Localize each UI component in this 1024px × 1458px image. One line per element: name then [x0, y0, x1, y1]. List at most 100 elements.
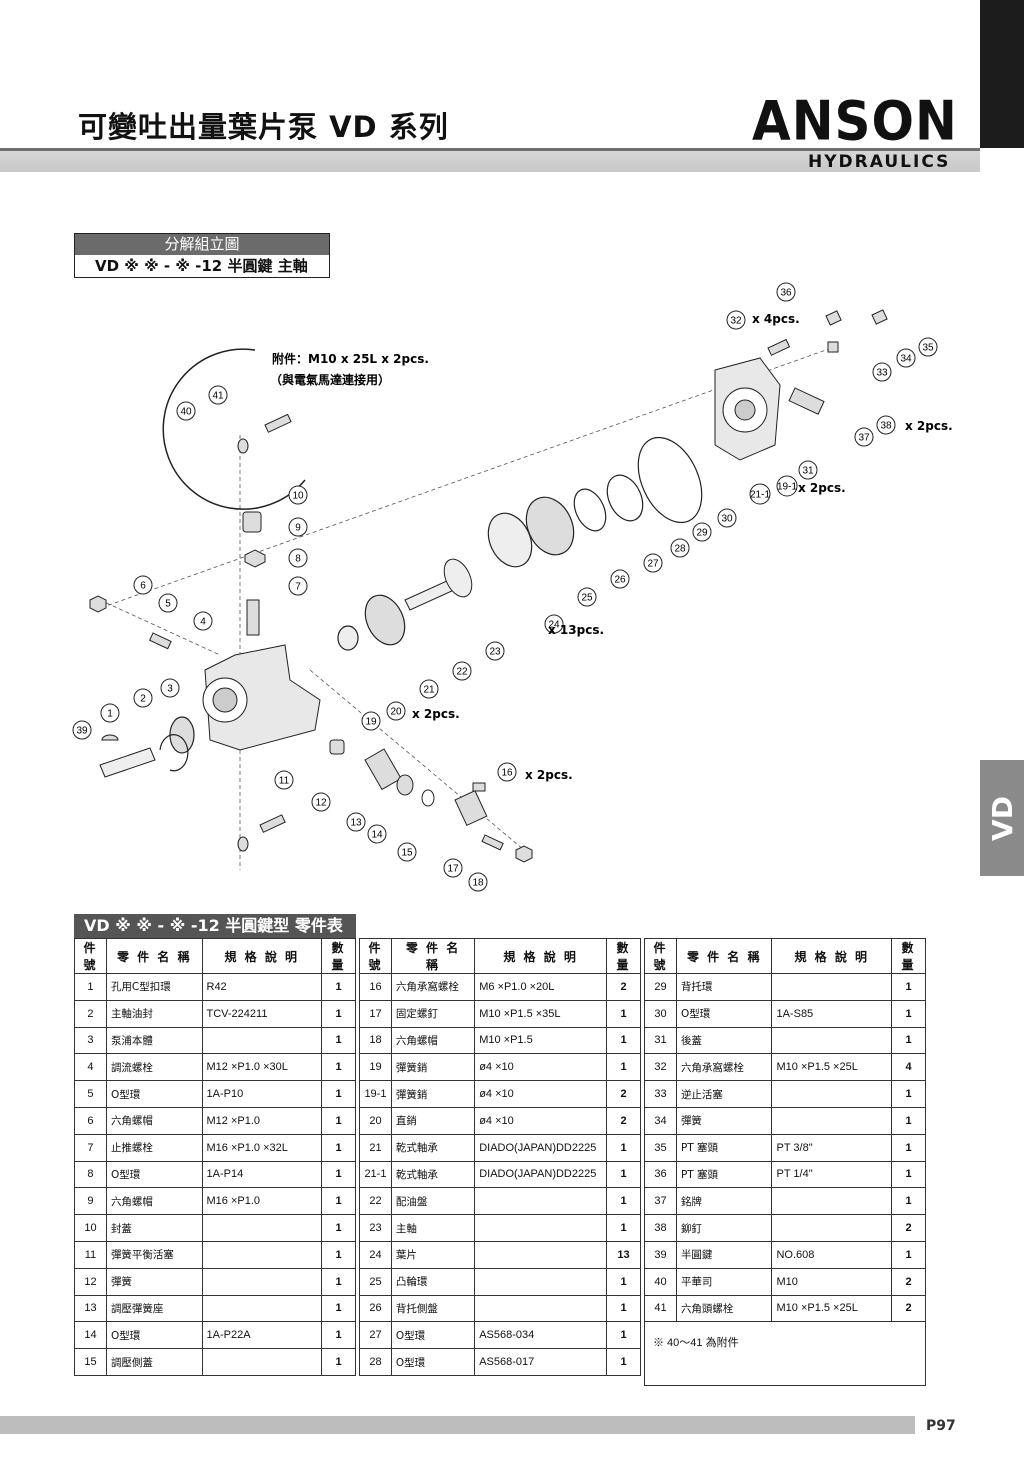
callout-circle	[193, 611, 213, 631]
part-qty: 1	[891, 1080, 926, 1108]
plug-36	[825, 310, 842, 326]
part-number: 12	[74, 1267, 107, 1296]
part-number: 1	[74, 973, 107, 1001]
part-number: 37	[644, 1187, 677, 1216]
snap-ring-1	[159, 734, 189, 772]
bolt-32	[767, 338, 791, 356]
brand-subtitle: HYDRAULICS	[808, 152, 951, 172]
part-spec: AS568-017	[474, 1348, 608, 1376]
col-header-no: 件號	[74, 938, 107, 974]
header-rule	[0, 148, 980, 172]
page-number: P97	[926, 1418, 956, 1434]
part-number: 18	[359, 1026, 392, 1055]
part-spec: R42	[201, 973, 323, 1001]
part-number: 26	[359, 1294, 392, 1323]
part-name: 背托側盤	[390, 1294, 476, 1323]
part-number: 17	[359, 999, 392, 1028]
part-spec	[771, 1187, 893, 1216]
part-number: 7	[74, 1133, 107, 1162]
part-number: 2	[74, 999, 107, 1028]
part-spec: ø4 ×10	[474, 1080, 608, 1108]
nameplate-37	[788, 387, 825, 415]
callout-number: 28	[674, 544, 686, 555]
col-header-no: 件號	[359, 938, 392, 974]
qty-label: x 13pcs.	[548, 623, 604, 637]
part-number: 20	[359, 1106, 392, 1135]
part-name: 孔用C型扣環	[105, 973, 203, 1001]
bolt-bottom	[259, 814, 286, 833]
callout-number: 1	[107, 709, 113, 720]
attachment-note-1: 附件：M10 x 25L x 2pcs.	[272, 351, 429, 366]
part-spec: AS568-034	[474, 1321, 608, 1350]
part-qty: 1	[606, 1026, 641, 1055]
part-qty: 2	[606, 1106, 641, 1135]
callout-number: 14	[371, 830, 383, 841]
callout-circle	[497, 762, 517, 782]
attachment-circle	[162, 348, 306, 510]
callout-number: 9	[295, 523, 301, 534]
part-name: O型環	[390, 1321, 476, 1350]
col-header-name: 零 件 名 稱	[105, 938, 203, 974]
screw-17	[481, 834, 504, 851]
part-name: 止推螺栓	[105, 1133, 203, 1162]
part-number: 23	[359, 1214, 392, 1242]
part-qty: 2	[606, 973, 641, 1001]
col-header-qty: 數量	[891, 938, 926, 974]
part-number: 4	[74, 1053, 107, 1082]
part-number: 34	[644, 1106, 677, 1135]
part-qty: 1	[606, 999, 641, 1028]
parts-table-title: VD ※ ※ - ※ -12 半圓鍵型 零件表	[74, 914, 356, 938]
col-header-no: 件號	[644, 938, 677, 974]
callout-number: 37	[858, 433, 870, 444]
part-spec: M12 ×P1.0	[201, 1106, 323, 1135]
callout-number: 12	[315, 798, 327, 809]
bearing-21	[337, 625, 359, 651]
brand-logo: ANSON	[752, 89, 958, 153]
col-header-name: 零 件 名 稱	[390, 938, 476, 974]
part-spec: PT 3/8"	[771, 1133, 893, 1162]
part-name: 主軸	[390, 1214, 476, 1242]
part-qty: 1	[606, 1348, 641, 1376]
callout-number: 29	[696, 528, 708, 539]
part-number: 41	[644, 1294, 677, 1323]
part-qty: 1	[891, 1026, 926, 1055]
callout-group: 363235343338373119-121-13029282726252423…	[72, 282, 938, 892]
part-name: 調壓彈簧座	[105, 1294, 203, 1323]
part-spec: TCV-224211	[201, 999, 323, 1028]
callout-number: 18	[472, 878, 484, 889]
part-qty: 1	[606, 1294, 641, 1323]
qty-label: x 2pcs.	[412, 707, 460, 721]
part-qty: 1	[606, 1321, 641, 1350]
callout-circle	[367, 824, 387, 844]
part-qty: 2	[891, 1294, 926, 1323]
part-qty: 1	[606, 1160, 641, 1189]
part-name: 配油盤	[390, 1187, 476, 1216]
part-qty: 13	[606, 1240, 641, 1269]
callout-number: 10	[292, 491, 304, 502]
bolt-7	[246, 599, 260, 636]
part-spec: 1A-S85	[771, 999, 893, 1028]
part-spec: M10 ×P1.5 ×35L	[474, 999, 608, 1028]
part-qty: 1	[606, 1133, 641, 1162]
part-name: O型環	[105, 1160, 203, 1189]
part-name: 乾式軸承	[390, 1133, 476, 1162]
section-heading: 分解組立圖 VD ※ ※ - ※ -12 半圓鍵 主軸	[74, 233, 330, 278]
part-spec	[201, 1026, 323, 1055]
callout-circle	[544, 614, 564, 634]
part-spec: PT 1/4"	[771, 1160, 893, 1189]
callout-circle	[176, 401, 196, 421]
part-number: 22	[359, 1187, 392, 1216]
cover-15	[454, 790, 488, 827]
callout-circle	[100, 703, 120, 723]
